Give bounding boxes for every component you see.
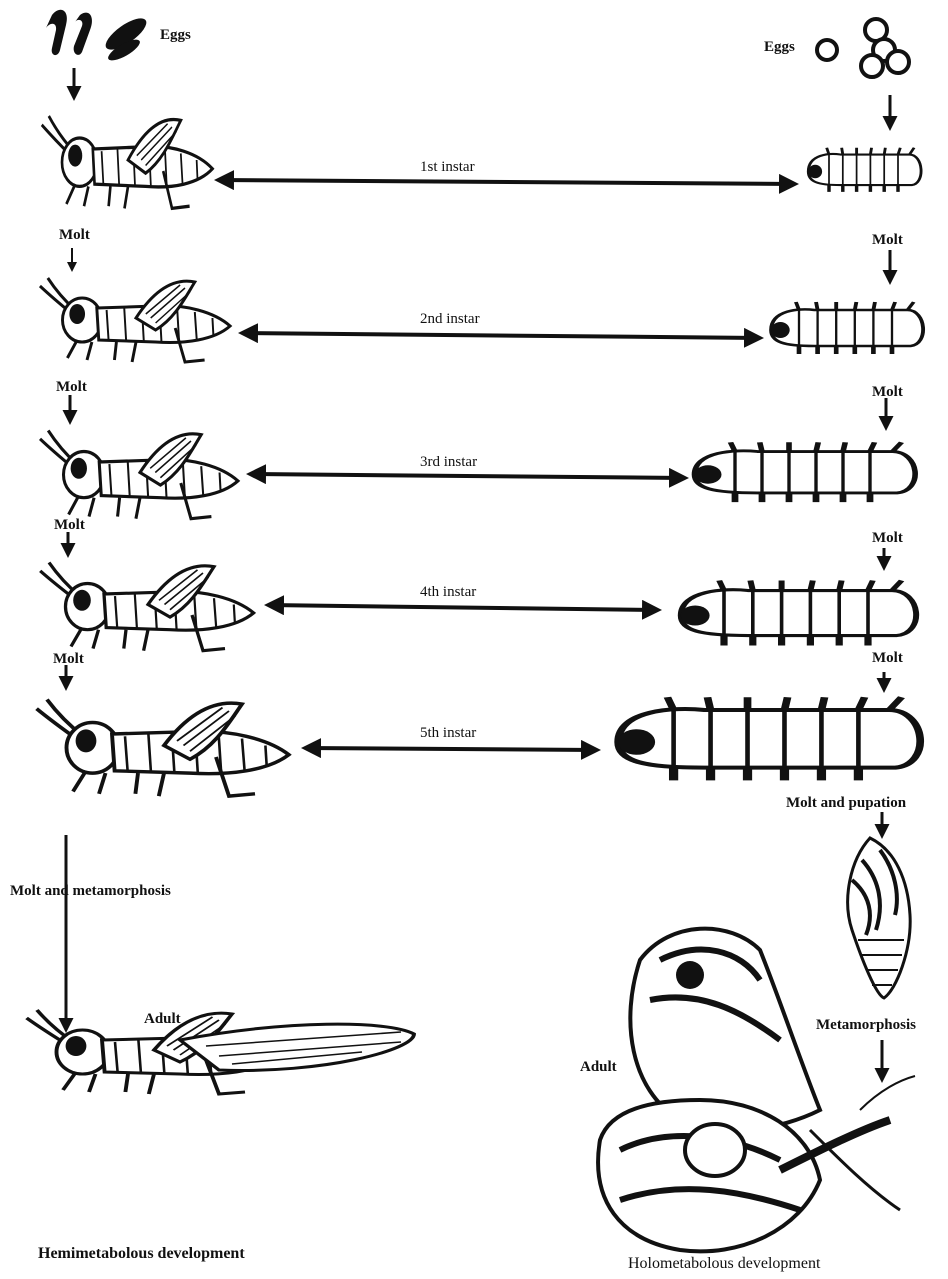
right-molt-label-2: Molt (872, 385, 903, 400)
holometabolous-caption: Holometabolous development (628, 1256, 820, 1272)
left-molt-label-2: Molt (56, 380, 87, 395)
right-molt-label-3: Molt (872, 531, 903, 546)
instar-label-5: 5th instar (420, 726, 476, 741)
left-molt-label-1: Molt (59, 228, 90, 243)
caterpillar-5 (618, 697, 920, 780)
grasshopper-nymph-4 (40, 563, 253, 651)
hemimetabolous-caption: Hemimetabolous development (38, 1246, 245, 1262)
grasshopper-nymph-1 (42, 116, 213, 208)
molt-and-metamorphosis-label: Molt and metamorphosis (10, 884, 171, 899)
left-molt-label-3: Molt (54, 518, 85, 533)
left-eggs-icon (46, 10, 151, 64)
molt-and-pupation-label: Molt and pupation (786, 796, 906, 811)
grasshopper-nymph-5 (37, 700, 289, 797)
grasshopper-adult (27, 1010, 414, 1094)
right-adult-label: Adult (580, 1060, 617, 1075)
instar-label-1: 1st instar (420, 160, 475, 175)
caterpillar-4 (681, 581, 916, 646)
grasshopper-nymph-3 (40, 431, 238, 519)
grasshopper-nymph-2 (40, 278, 230, 362)
metamorphosis-label: Metamorphosis (816, 1018, 916, 1033)
right-eggs-label: Eggs (764, 40, 795, 55)
instar-label-3: 3rd instar (420, 455, 477, 470)
pupa-icon (848, 838, 910, 998)
right-molt-label-4: Molt (872, 651, 903, 666)
left-molt-label-4: Molt (53, 652, 84, 667)
instar-label-2: 2nd instar (420, 312, 480, 327)
caterpillar-3 (695, 442, 916, 502)
instar-label-4: 4th instar (420, 585, 476, 600)
caterpillar-1 (808, 148, 921, 192)
left-eggs-label: Eggs (160, 28, 191, 43)
left-adult-label: Adult (144, 1012, 181, 1027)
butterfly-adult (598, 929, 915, 1252)
right-eggs-icon (817, 19, 909, 77)
right-molt-label-1: Molt (872, 233, 903, 248)
caterpillar-2 (771, 302, 923, 354)
